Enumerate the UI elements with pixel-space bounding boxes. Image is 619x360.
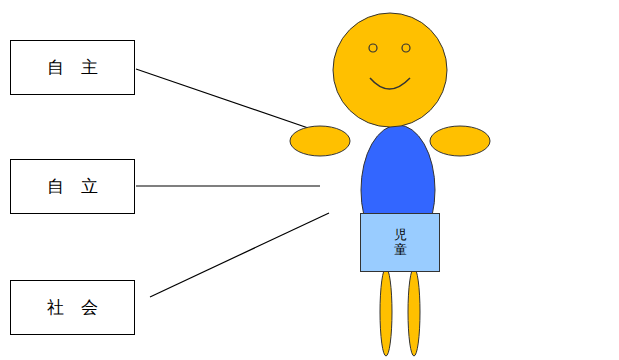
eye (369, 44, 377, 52)
leg (408, 268, 420, 356)
leader-line (150, 213, 329, 297)
value-box: 自 立 (10, 159, 135, 214)
box-text: 社 会 (47, 296, 98, 319)
leader-line (136, 185, 320, 186)
leader-line (136, 69, 314, 130)
child-label-box: 児童 (360, 213, 440, 272)
head (333, 13, 447, 127)
arm (290, 126, 350, 156)
eye (402, 44, 410, 52)
box-text: 児童 (394, 228, 407, 257)
value-box: 社 会 (10, 280, 135, 335)
arm (430, 126, 490, 156)
box-text: 自 立 (47, 175, 98, 198)
leg (380, 268, 392, 356)
value-box: 自 主 (10, 40, 135, 95)
smile (370, 78, 410, 89)
box-text: 自 主 (47, 56, 98, 79)
